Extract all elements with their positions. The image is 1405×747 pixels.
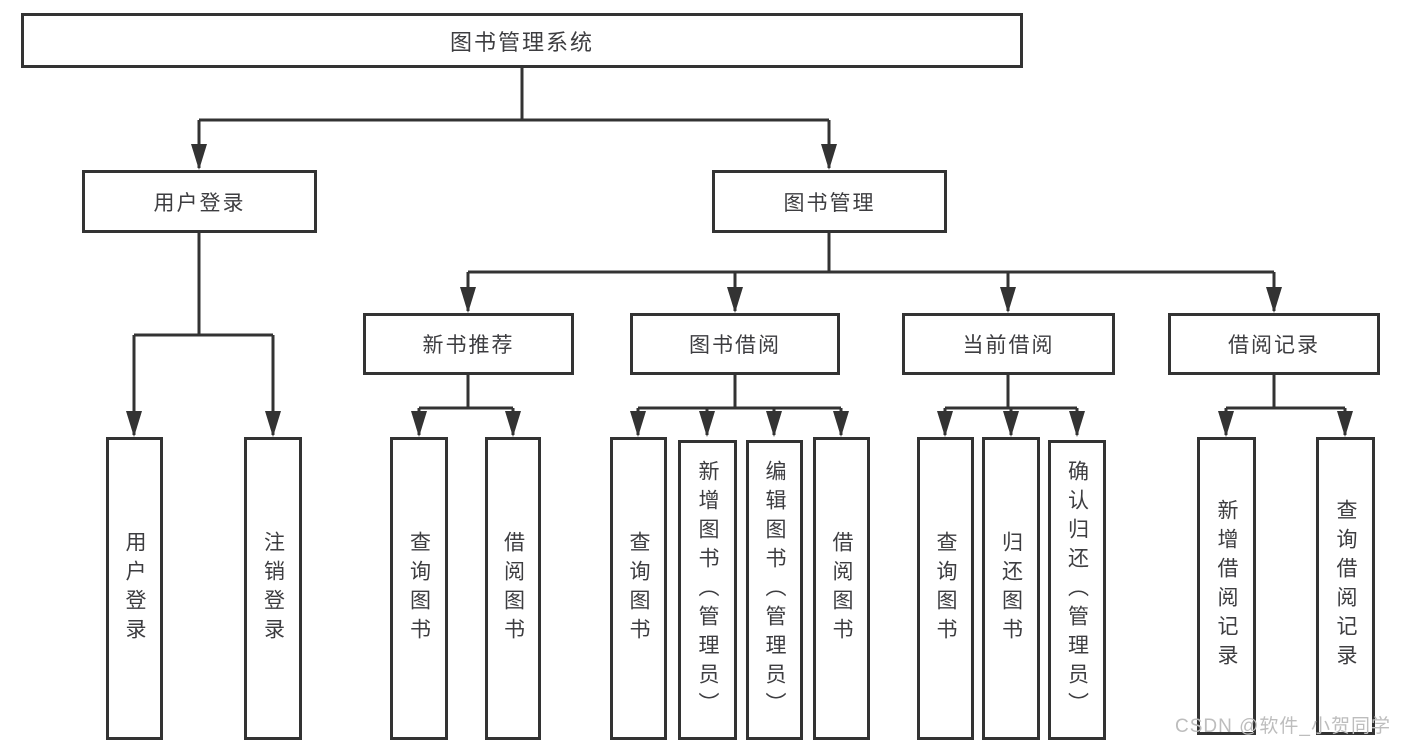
connector-book-mgmt (460, 233, 1282, 313)
leaf-user-login: 用户登录 (106, 437, 163, 740)
node-new-book-rec: 新书推荐 (363, 313, 574, 375)
leaf-bb-add: 新增图书（管理员） (678, 440, 737, 740)
leaf-br-search-label: 查询借阅记录 (1334, 499, 1357, 673)
leaf-bb-edit: 编辑图书（管理员） (746, 440, 803, 740)
leaf-bb-borrow-label: 借阅图书 (830, 530, 853, 647)
leaf-logout-label: 注销登录 (261, 530, 285, 647)
leaf-cb-return-label: 归还图书 (999, 530, 1023, 647)
leaf-bb-add-label: 新增图书（管理员） (696, 459, 719, 721)
leaf-bb-borrow: 借阅图书 (813, 437, 870, 740)
csdn-watermark: CSDN @软件_小贺同学 (1175, 716, 1391, 737)
node-current-borrow: 当前借阅 (902, 313, 1115, 375)
leaf-cb-confirm-label: 确认归还（管理员） (1065, 459, 1089, 721)
node-borrow-records: 借阅记录 (1168, 313, 1380, 375)
leaf-rec-search-label: 查询图书 (407, 530, 431, 647)
node-new-book-rec-label: 新书推荐 (422, 334, 515, 357)
leaf-cb-confirm: 确认归还（管理员） (1048, 440, 1106, 740)
node-user-login: 用户登录 (82, 170, 317, 233)
leaf-rec-borrow-label: 借阅图书 (501, 530, 525, 647)
node-book-mgmt-label: 图书管理 (783, 191, 876, 215)
leaf-bb-search: 查询图书 (610, 437, 667, 740)
leaf-br-add-label: 新增借阅记录 (1215, 499, 1238, 673)
connector-borrow-records (1218, 375, 1353, 437)
leaf-br-add: 新增借阅记录 (1197, 437, 1256, 735)
node-book-mgmt: 图书管理 (712, 170, 947, 233)
leaf-cb-search-label: 查询图书 (934, 530, 957, 647)
node-root: 图书管理系统 (21, 13, 1023, 68)
leaf-cb-search: 查询图书 (917, 437, 974, 740)
node-book-borrow-label: 图书借阅 (689, 334, 781, 357)
leaf-logout: 注销登录 (244, 437, 302, 740)
connector-new-book-rec (411, 375, 521, 437)
leaf-rec-borrow: 借阅图书 (485, 437, 541, 740)
leaf-br-search: 查询借阅记录 (1316, 437, 1375, 735)
connector-root (191, 68, 837, 170)
node-user-login-label: 用户登录 (153, 191, 246, 215)
connector-current-borrow (937, 375, 1085, 437)
node-current-borrow-label: 当前借阅 (962, 334, 1055, 357)
node-book-borrow: 图书借阅 (630, 313, 840, 375)
node-borrow-records-label: 借阅记录 (1228, 334, 1320, 357)
node-root-label: 图书管理系统 (449, 29, 594, 55)
leaf-bb-search-label: 查询图书 (627, 530, 650, 647)
connector-book-borrow (630, 375, 849, 437)
leaf-rec-search: 查询图书 (390, 437, 448, 740)
leaf-user-login-label: 用户登录 (123, 530, 146, 647)
leaf-cb-return: 归还图书 (982, 437, 1040, 740)
leaf-bb-edit-label: 编辑图书（管理员） (763, 459, 786, 721)
connector-user-login (126, 233, 281, 437)
